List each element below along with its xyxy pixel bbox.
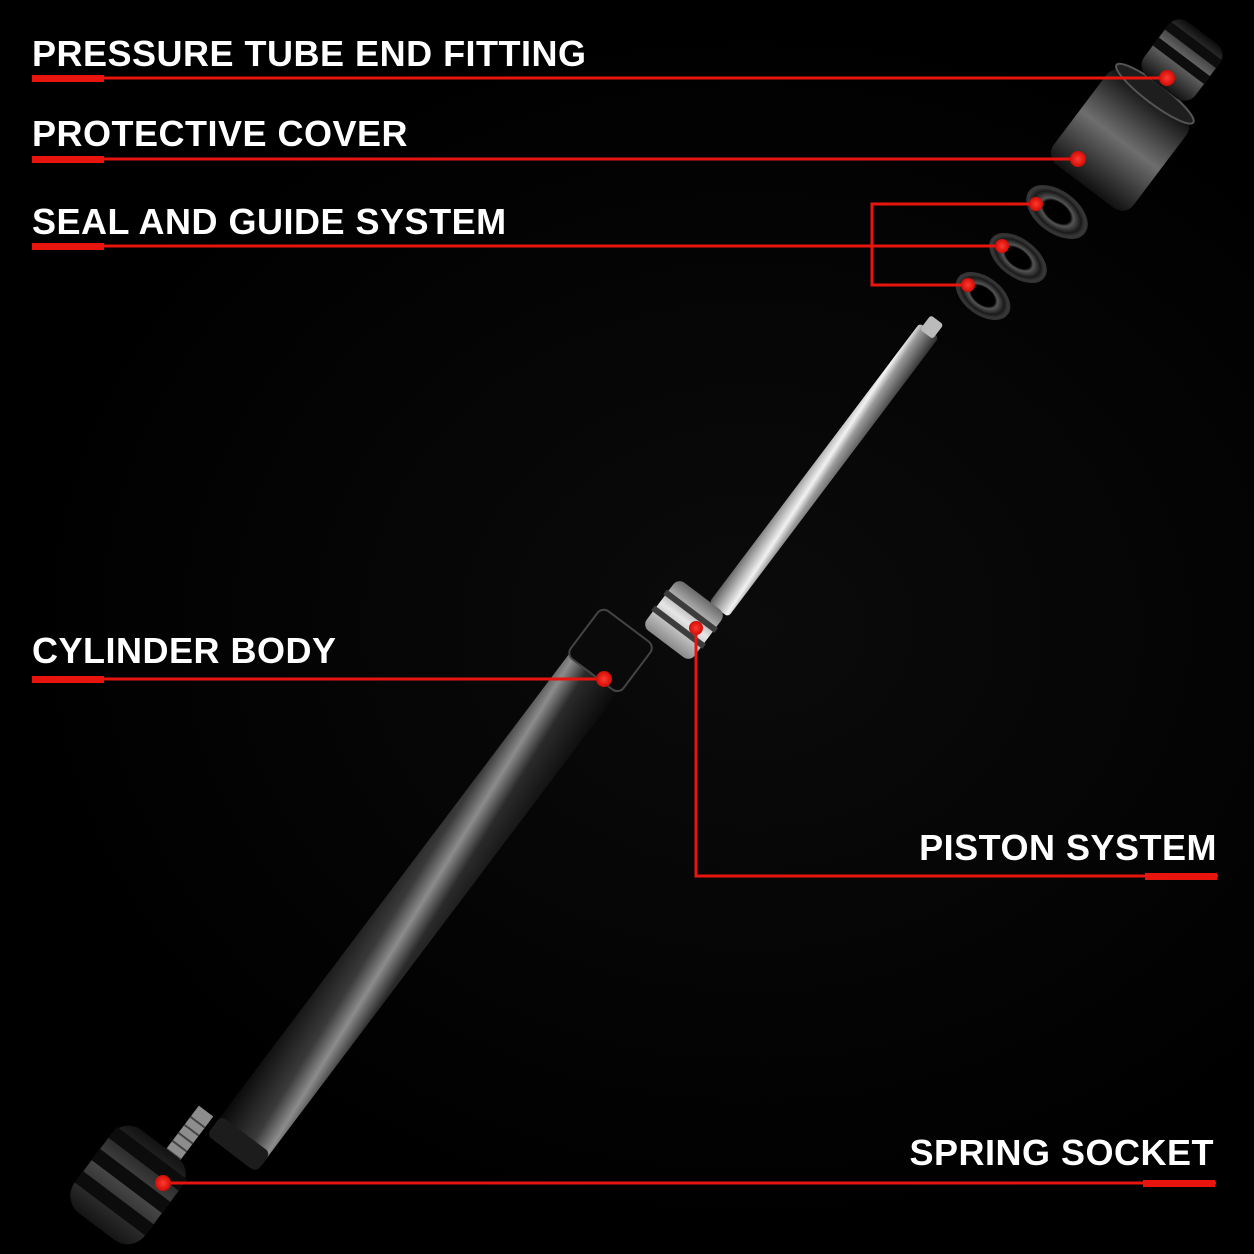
label-protective-cover: PROTECTIVE COVER [32,113,409,154]
dot-protective-cover [1070,151,1086,167]
label-spring-socket: SPRING SOCKET [909,1132,1214,1173]
dot-seal-2 [995,239,1009,253]
dot-piston-system [689,621,703,635]
label-seal-and-guide-system: SEAL AND GUIDE SYSTEM [32,201,507,242]
label-piston-system: PISTON SYSTEM [919,827,1217,868]
callout-lines [32,76,1218,1185]
piston-system-leader [694,628,1218,878]
threaded-stud-part [162,1105,214,1165]
label-cylinder-body: CYLINDER BODY [32,630,337,671]
dot-seal-1 [1029,197,1043,211]
spring-socket-part [70,1125,188,1245]
callout-dots [155,70,1175,1191]
dot-spring-socket [155,1175,171,1191]
dot-cylinder-body [596,671,612,687]
label-pressure-tube-end-fitting: PRESSURE TUBE END FITTING [32,33,587,74]
cylinder-body-part [209,608,653,1170]
dot-seal-3 [961,278,975,292]
label-underline-accents [32,75,1217,1187]
seal-ring-1 [1026,185,1088,239]
piston-rod-part [710,316,943,616]
dot-pressure-tube-end-fitting [1159,70,1175,86]
piston-part [645,581,723,659]
